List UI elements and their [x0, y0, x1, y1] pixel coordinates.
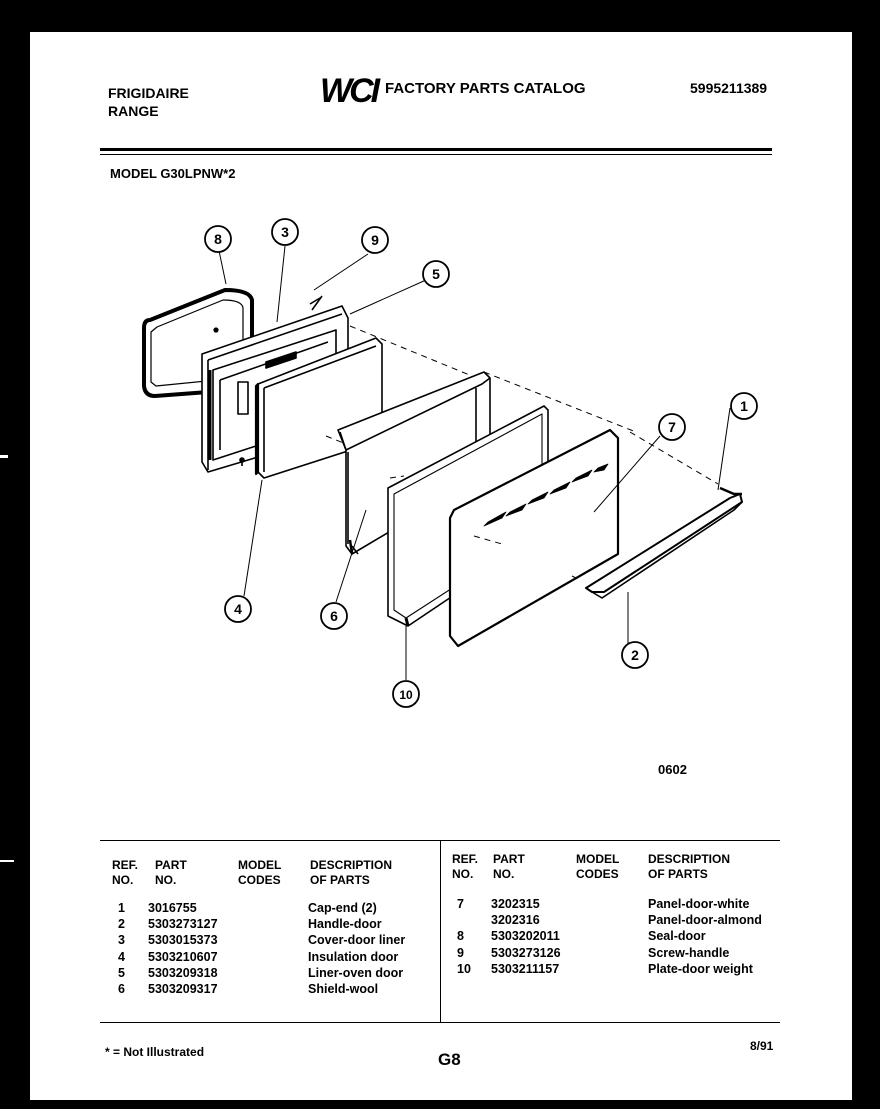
- catalog-number: 5995211389: [690, 80, 768, 96]
- part-number-cell: 5303209318: [148, 965, 218, 980]
- door-handle: [585, 486, 743, 599]
- svg-text:10: 10: [399, 688, 413, 702]
- description-cell: Panel-door-almond: [648, 913, 762, 928]
- part-number-cell: 5303209317: [148, 982, 218, 996]
- description-cell: Insulation door: [308, 949, 399, 964]
- ref-cell: 7: [457, 897, 464, 911]
- scan-mark: [0, 455, 8, 458]
- ref-cell: 1: [118, 901, 125, 915]
- callout-8: 8: [204, 225, 232, 253]
- not-illustrated-note: * = Not Illustrated: [105, 1045, 205, 1059]
- ref-cell: 8: [457, 929, 464, 944]
- scan-mark: [0, 860, 14, 862]
- callout-9: 9: [361, 226, 389, 254]
- table-row: 8 5303202011 Seal-door: [30, 928, 852, 944]
- callout-2: 2: [621, 641, 649, 669]
- ref-cell: 6: [118, 982, 125, 996]
- description-cell: Plate-door weight: [648, 961, 753, 976]
- description-cell: Cover-door liner: [308, 933, 406, 948]
- ref-cell: 3: [118, 933, 125, 948]
- part-number-cell: 5303273127: [148, 917, 218, 932]
- insulation-shield: [337, 371, 491, 555]
- part-number-cell: 5303015373: [148, 933, 218, 948]
- svg-text:2: 2: [631, 647, 639, 663]
- part-number-cell: 5303210607: [148, 949, 218, 964]
- table-row: 3 5303015373 Cover-door liner: [30, 932, 440, 948]
- part-number-cell: 5303202011: [491, 929, 560, 944]
- part-number-cell: 3016755: [148, 901, 197, 915]
- ref-cell: 4: [118, 949, 125, 964]
- callout-7: 7: [658, 413, 686, 441]
- table-row: 9 5303273126 Screw-handle: [30, 945, 852, 961]
- part-number-cell: 5303273126: [491, 945, 561, 960]
- table-row: 10 5303211157 Plate-door weight: [30, 961, 852, 977]
- product-name: RANGE: [108, 103, 159, 119]
- ref-cell: 10: [457, 961, 471, 976]
- callout-6: 6: [320, 602, 348, 630]
- description-cell: Cap-end (2): [308, 901, 377, 915]
- header-rule-thin: [100, 154, 772, 155]
- description-cell: Liner-oven door: [308, 965, 404, 980]
- svg-text:9: 9: [371, 232, 379, 248]
- table-row: 4 5303210607 Insulation door: [30, 949, 440, 965]
- exploded-door-diagram: 8 3 9 5 1 7 4 6 2 10: [142, 218, 758, 708]
- catalog-page: FRIGIDAIRE RANGE WCI FACTORY PARTS CATAL…: [30, 32, 852, 1100]
- th-ref: REF.NO.: [112, 858, 139, 887]
- table-divider: [440, 840, 441, 1022]
- description-cell: Seal-door: [648, 929, 706, 944]
- brand-name: FRIGIDAIRE: [108, 85, 189, 101]
- part-number-cell: 3202315: [491, 897, 540, 911]
- description-cell: Handle-door: [308, 917, 382, 932]
- part-number-cell: 3202316: [491, 913, 540, 928]
- figure-code: 0602: [658, 762, 687, 777]
- description-cell: Panel-door-white: [648, 897, 750, 911]
- header-rule: [100, 148, 772, 151]
- table-row: 1 3016755 Cap-end (2): [30, 900, 440, 916]
- callout-layer: 8 3 9 5 1 7 4 6 2 10: [204, 218, 758, 708]
- svg-text:6: 6: [330, 608, 338, 624]
- description-cell: Shield-wool: [308, 982, 379, 996]
- callout-3: 3: [271, 218, 299, 246]
- wci-logo: WCI: [320, 72, 380, 110]
- svg-text:4: 4: [234, 601, 242, 617]
- table-bottom-rule: [100, 1022, 780, 1023]
- svg-text:8: 8: [214, 231, 222, 247]
- callout-4: 4: [224, 595, 252, 623]
- part-number-cell: 5303211157: [491, 961, 560, 976]
- callout-1: 1: [730, 392, 758, 420]
- ref-cell: 5: [118, 965, 125, 980]
- table-row: 3202316 Panel-door-almond: [30, 912, 852, 928]
- outer-door-panel: [448, 428, 620, 648]
- svg-text:5: 5: [432, 266, 440, 282]
- brand-block: FRIGIDAIRE RANGE: [108, 84, 189, 120]
- svg-text:3: 3: [281, 224, 289, 240]
- leader-lines: [217, 245, 731, 680]
- svg-text:7: 7: [668, 419, 676, 435]
- model-number: MODEL G30LPNW*2: [110, 166, 236, 181]
- catalog-date: 8/91: [750, 1039, 774, 1053]
- table-row: 2 5303273127 Handle-door: [30, 916, 440, 932]
- table-row: 7 3202315 Panel-door-white: [30, 896, 852, 912]
- ref-cell: 2: [118, 917, 125, 932]
- ref-cell: 9: [457, 945, 464, 960]
- svg-text:1: 1: [740, 398, 748, 414]
- description-cell: Screw-handle: [648, 945, 730, 960]
- table-row: 5 5303209318 Liner-oven door: [30, 965, 440, 981]
- page-number: G8: [438, 1050, 461, 1069]
- table-row: 6 5303209317 Shield-wool: [30, 981, 440, 997]
- callout-10: 10: [392, 680, 420, 708]
- th-ref-right: REF.NO.: [452, 852, 479, 881]
- catalog-title: FACTORY PARTS CATALOG: [385, 80, 586, 97]
- callout-5: 5: [422, 260, 450, 288]
